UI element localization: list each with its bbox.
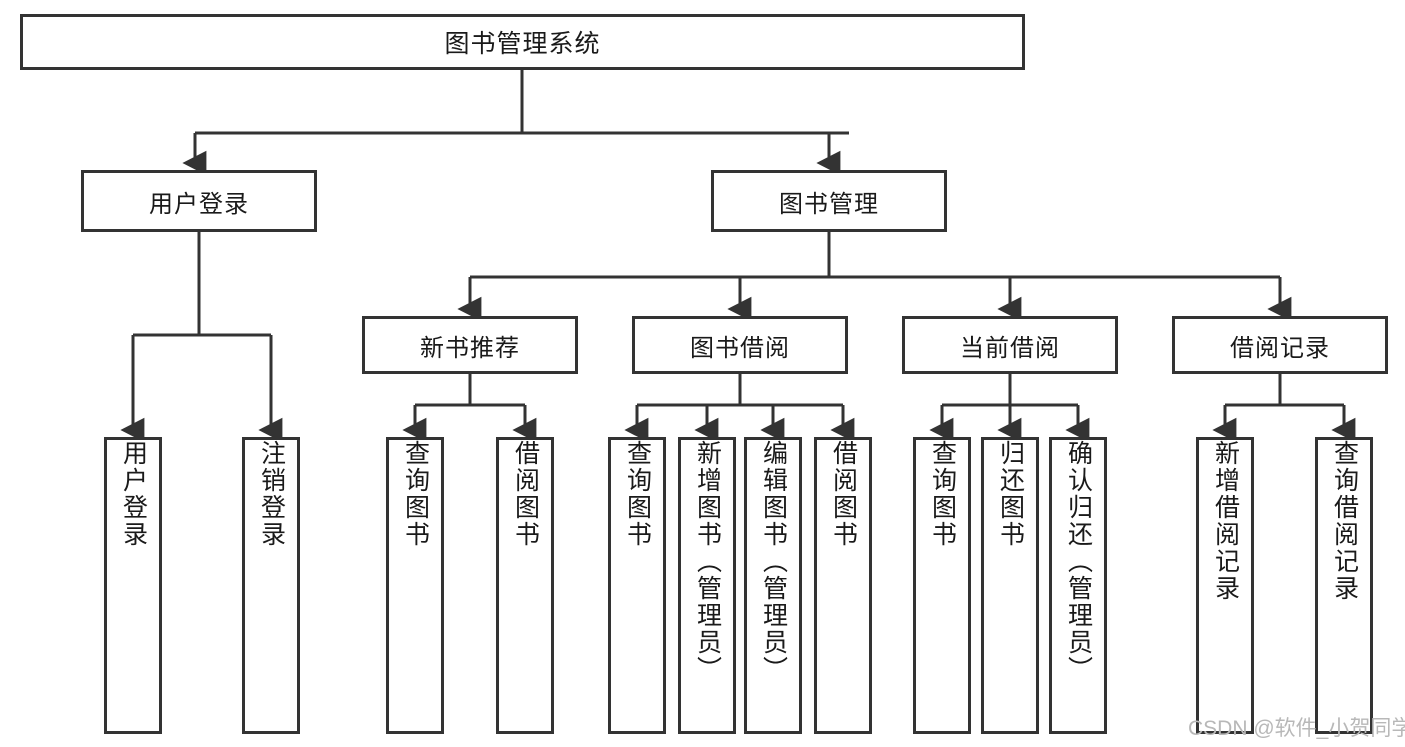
node-new-book-recommend[interactable]: 新书推荐 xyxy=(362,316,578,374)
node-book-borrow-label: 图书借阅 xyxy=(690,334,790,362)
leaf-new-book-borrow-label: 借阅图书 xyxy=(511,440,540,548)
leaf-book-borrow-query-label: 查询图书 xyxy=(623,440,652,548)
node-current-borrow[interactable]: 当前借阅 xyxy=(902,316,1118,374)
node-book-management[interactable]: 图书管理 xyxy=(711,170,947,232)
leaf-user-login-login[interactable]: 用户登录 xyxy=(104,437,162,734)
leaf-book-borrow-add-label: 新增图书（管理员） xyxy=(693,440,722,683)
node-new-book-recommend-label: 新书推荐 xyxy=(420,334,520,362)
node-borrow-record[interactable]: 借阅记录 xyxy=(1172,316,1388,374)
leaf-current-borrow-return-label: 归还图书 xyxy=(996,440,1025,548)
leaf-borrow-record-add-label: 新增借阅记录 xyxy=(1211,440,1240,602)
leaf-current-borrow-query[interactable]: 查询图书 xyxy=(913,437,971,734)
node-root-label: 图书管理系统 xyxy=(444,30,601,58)
leaf-borrow-record-query[interactable]: 查询借阅记录 xyxy=(1315,437,1373,734)
leaf-user-login-login-label: 用户登录 xyxy=(119,440,148,548)
leaf-borrow-record-add[interactable]: 新增借阅记录 xyxy=(1196,437,1254,734)
node-user-login-label: 用户登录 xyxy=(149,190,249,218)
leaf-borrow-record-query-label: 查询借阅记录 xyxy=(1330,440,1359,602)
leaf-book-borrow-borrow[interactable]: 借阅图书 xyxy=(814,437,872,734)
leaf-new-book-borrow[interactable]: 借阅图书 xyxy=(496,437,554,734)
node-book-borrow[interactable]: 图书借阅 xyxy=(632,316,848,374)
leaf-current-borrow-query-label: 查询图书 xyxy=(928,440,957,548)
leaf-book-borrow-edit[interactable]: 编辑图书（管理员） xyxy=(744,437,802,734)
leaf-new-book-query[interactable]: 查询图书 xyxy=(386,437,444,734)
node-borrow-record-label: 借阅记录 xyxy=(1230,334,1330,362)
leaf-user-login-logout-label: 注销登录 xyxy=(257,440,286,548)
leaf-current-borrow-confirm-label: 确认归还（管理员） xyxy=(1064,440,1093,683)
node-user-login[interactable]: 用户登录 xyxy=(81,170,317,232)
leaf-book-borrow-add[interactable]: 新增图书（管理员） xyxy=(678,437,736,734)
node-book-management-label: 图书管理 xyxy=(779,190,879,218)
node-current-borrow-label: 当前借阅 xyxy=(960,334,1060,362)
leaf-current-borrow-return[interactable]: 归还图书 xyxy=(981,437,1039,734)
node-root[interactable]: 图书管理系统 xyxy=(20,14,1025,70)
leaf-new-book-query-label: 查询图书 xyxy=(401,440,430,548)
leaf-book-borrow-borrow-label: 借阅图书 xyxy=(829,440,858,548)
leaf-book-borrow-query[interactable]: 查询图书 xyxy=(608,437,666,734)
leaf-user-login-logout[interactable]: 注销登录 xyxy=(242,437,300,734)
csdn-watermark: CSDN @软件_小贺同学 xyxy=(1188,717,1405,740)
leaf-book-borrow-edit-label: 编辑图书（管理员） xyxy=(759,440,788,683)
leaf-current-borrow-confirm[interactable]: 确认归还（管理员） xyxy=(1049,437,1107,734)
